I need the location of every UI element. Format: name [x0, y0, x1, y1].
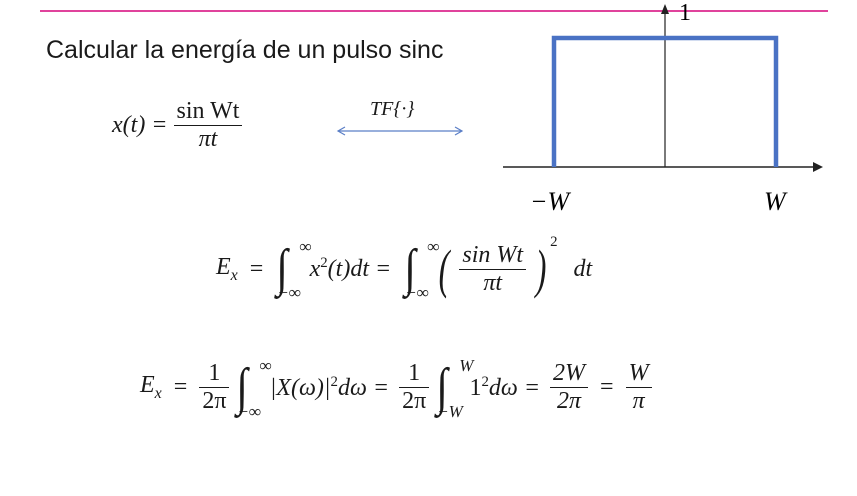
- eq1-frac-num: sin Wt: [462, 241, 524, 268]
- rect-pulse: [551, 35, 779, 167]
- signal-fraction: sin Wt πt: [173, 98, 243, 153]
- eq1-integrand-1: x2(t)dt =: [309, 255, 392, 282]
- eq1-int1-lower: −∞: [277, 283, 301, 302]
- title-underline: [40, 10, 828, 12]
- eq2-int2-lower: −W: [437, 401, 463, 421]
- eq1-lhs: Ex: [216, 253, 238, 284]
- eq2-int1-lower: −∞: [237, 401, 262, 421]
- eq2-integral-1: ∫ ∞ −∞: [236, 355, 272, 421]
- eq2-int1-upper: ∞: [259, 355, 272, 375]
- eq1-int1-upper: ∞: [299, 237, 312, 256]
- eq2-integrand-2: 12dω =: [469, 373, 541, 401]
- eq1-integral-1: ∫ ∞ −∞: [276, 237, 312, 302]
- signal-lhs: x(t) =: [112, 112, 168, 138]
- x-right-label: W: [764, 187, 788, 216]
- eq1-integral-2: ∫ ∞ −∞: [404, 237, 440, 302]
- signal-denominator: πt: [173, 125, 243, 153]
- eq2-fraction-3: 2W 2π: [550, 360, 589, 415]
- eq2-lhs: Ex: [140, 372, 162, 402]
- eq2-fraction-2: 1 2π: [399, 360, 430, 415]
- y-axis-arrowhead: [661, 4, 669, 14]
- energy-equation-time: Ex = ∫ ∞ −∞ x2(t)dt = ∫ ∞ −∞ ( sin Wt πt…: [216, 234, 593, 302]
- eq2-equals-last: =: [600, 374, 614, 400]
- y-axis-label: 1: [679, 0, 691, 26]
- x-axis-arrowhead: [813, 162, 823, 172]
- page-title: Calcular la energía de un pulso sinc: [46, 36, 444, 64]
- eq2-integral-2: ∫ W −W: [436, 355, 474, 421]
- eq1-int2-lower: −∞: [405, 283, 429, 302]
- eq1-frac-den: πt: [459, 268, 527, 297]
- eq2-integrand-1: |X(ω)|2dω =: [269, 373, 390, 401]
- eq1-int2-upper: ∞: [427, 237, 440, 256]
- eq1-equals: =: [249, 255, 264, 282]
- energy-equation-frequency: Ex = 1 2π ∫ ∞ −∞ |X(ω)|2dω = 1 2π ∫ W −W…: [140, 355, 652, 421]
- transform-label: TF{·}: [370, 98, 415, 120]
- eq1-power: 2: [550, 234, 558, 250]
- eq1-fraction: sin Wt πt: [459, 241, 527, 297]
- signal-definition: x(t) = sin Wt πt: [112, 98, 243, 153]
- signal-numerator: sin Wt: [176, 98, 240, 124]
- eq2-fraction-1: 1 2π: [199, 360, 230, 415]
- eq2-int2-upper: W: [459, 355, 474, 375]
- eq2-fraction-4: W π: [625, 360, 652, 415]
- eq1-dt: dt: [573, 255, 593, 282]
- x-left-label: −W: [530, 187, 572, 216]
- eq2-equals: =: [173, 374, 188, 400]
